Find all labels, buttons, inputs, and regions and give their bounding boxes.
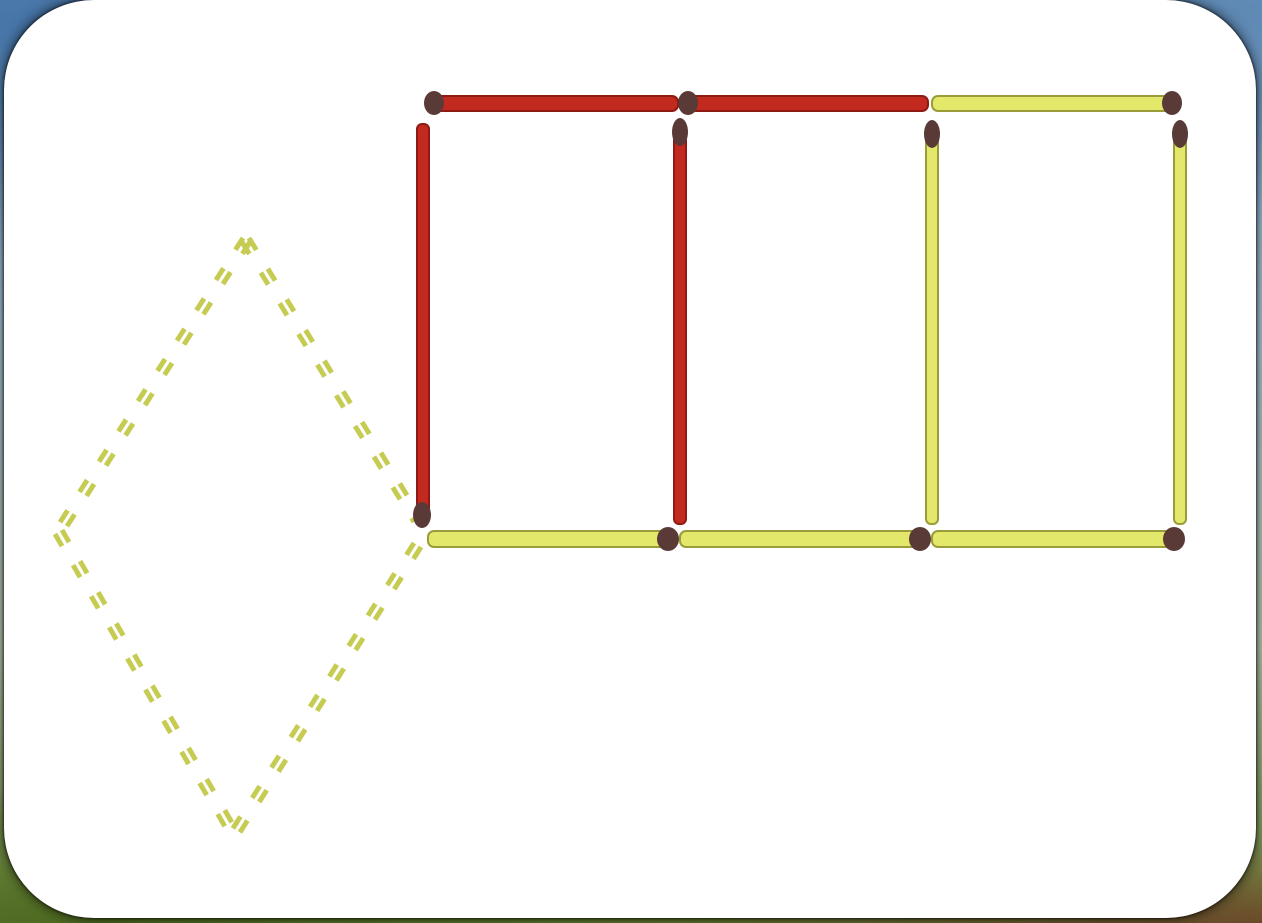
diamond-edge-top-right xyxy=(242,238,421,522)
match-head-icon xyxy=(909,527,931,551)
match-head-icon xyxy=(924,120,940,148)
match-head-icon xyxy=(678,91,698,115)
match-head-icon xyxy=(1172,120,1188,148)
match-head-icon xyxy=(413,502,431,528)
match-head-icon xyxy=(1163,527,1185,551)
match-vertical-1[interactable] xyxy=(413,124,431,528)
match-top-2[interactable] xyxy=(678,91,928,115)
match-bottom-2[interactable] xyxy=(680,527,931,551)
match-vertical-3[interactable] xyxy=(924,120,940,524)
match-top-1[interactable] xyxy=(424,91,678,115)
match-bottom-3[interactable] xyxy=(932,527,1185,551)
match-head-icon xyxy=(1162,91,1182,115)
match-head-icon xyxy=(424,91,444,115)
diamond-edge-bottom-left xyxy=(55,530,238,837)
matchstick-puzzle xyxy=(4,0,1256,918)
diamond-edge-bottom-right xyxy=(230,543,421,837)
match-bottom-1[interactable] xyxy=(428,527,679,551)
match-top-3[interactable] xyxy=(932,91,1182,115)
dashed-diamond-outline xyxy=(55,238,421,837)
match-vertical-2[interactable] xyxy=(672,118,688,524)
match-vertical-4[interactable] xyxy=(1172,120,1188,524)
diamond-edge-top-left xyxy=(55,238,250,534)
match-head-icon xyxy=(657,527,679,551)
match-head-icon xyxy=(672,118,688,146)
puzzle-card xyxy=(4,0,1256,918)
